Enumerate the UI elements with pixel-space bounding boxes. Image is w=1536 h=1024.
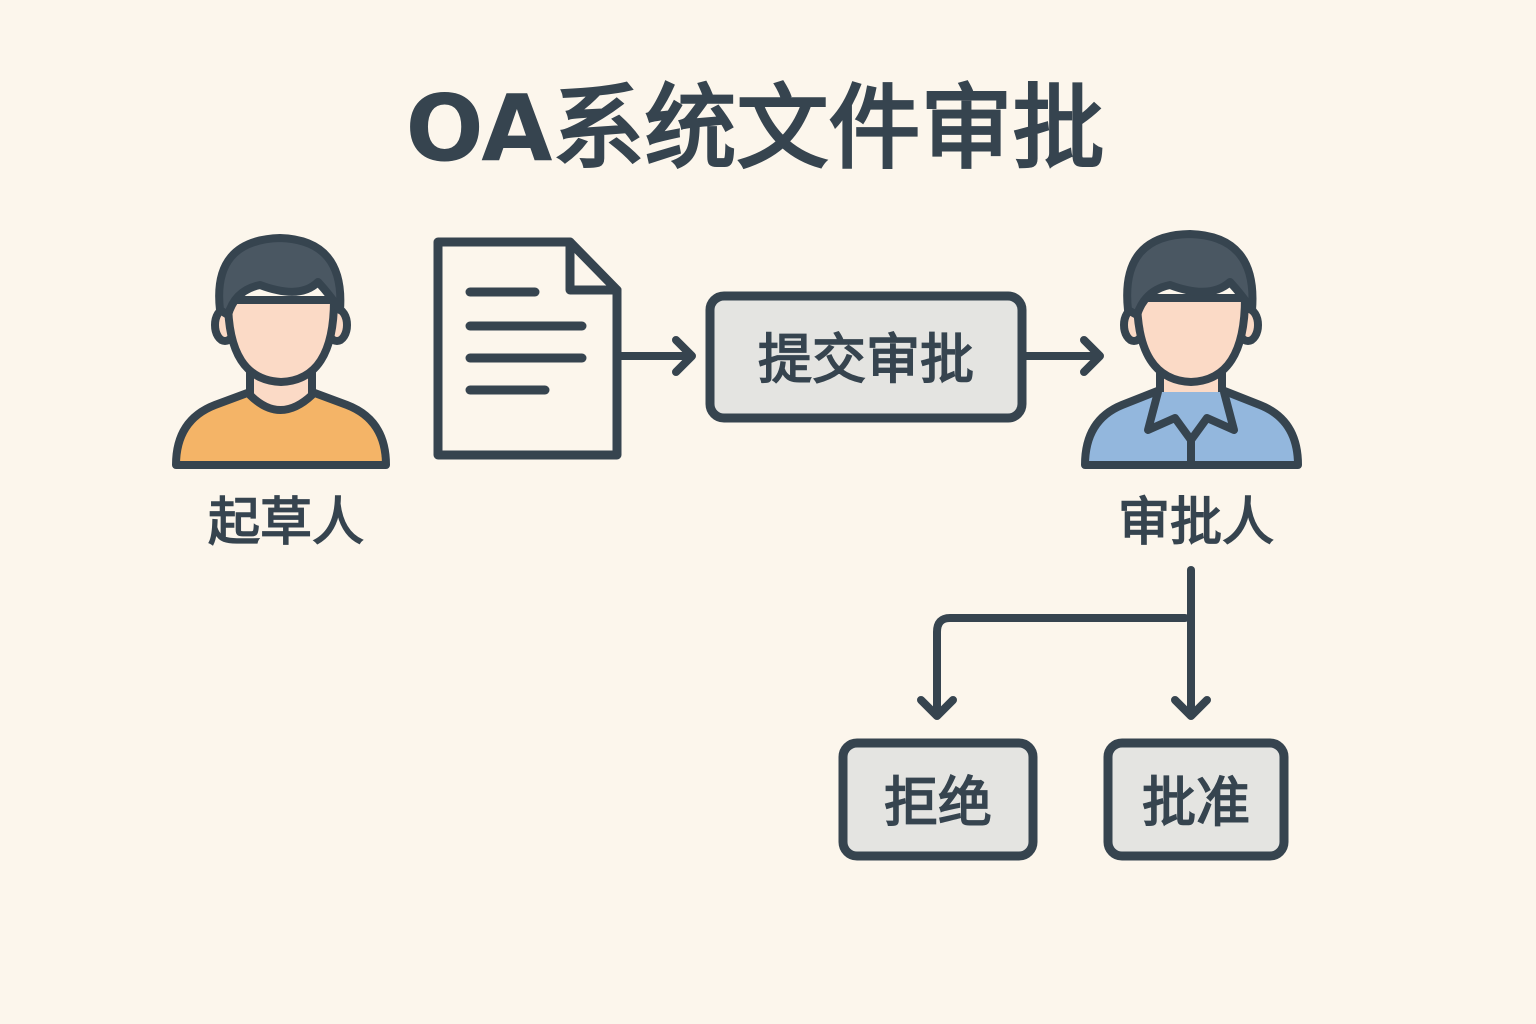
arrow-document-to-submit (616, 336, 696, 376)
submit-approval-box: 提交审批 (705, 291, 1027, 423)
approve-box: 批准 (1103, 738, 1289, 861)
approver-person-icon (1081, 230, 1302, 469)
document-icon (433, 237, 622, 460)
arrow-submit-to-approver (1022, 336, 1104, 376)
submit-approval-label: 提交审批 (758, 328, 974, 391)
drafter-person-icon (172, 234, 390, 469)
drafter-label: 起草人 (208, 493, 364, 553)
approve-label: 批准 (1142, 771, 1250, 834)
reject-box: 拒绝 (838, 738, 1038, 861)
arrow-approver-branch (917, 566, 1211, 720)
approver-label: 审批人 (1118, 493, 1274, 553)
reject-label: 拒绝 (884, 771, 992, 834)
page-title: OA系统文件审批 (406, 75, 1105, 182)
